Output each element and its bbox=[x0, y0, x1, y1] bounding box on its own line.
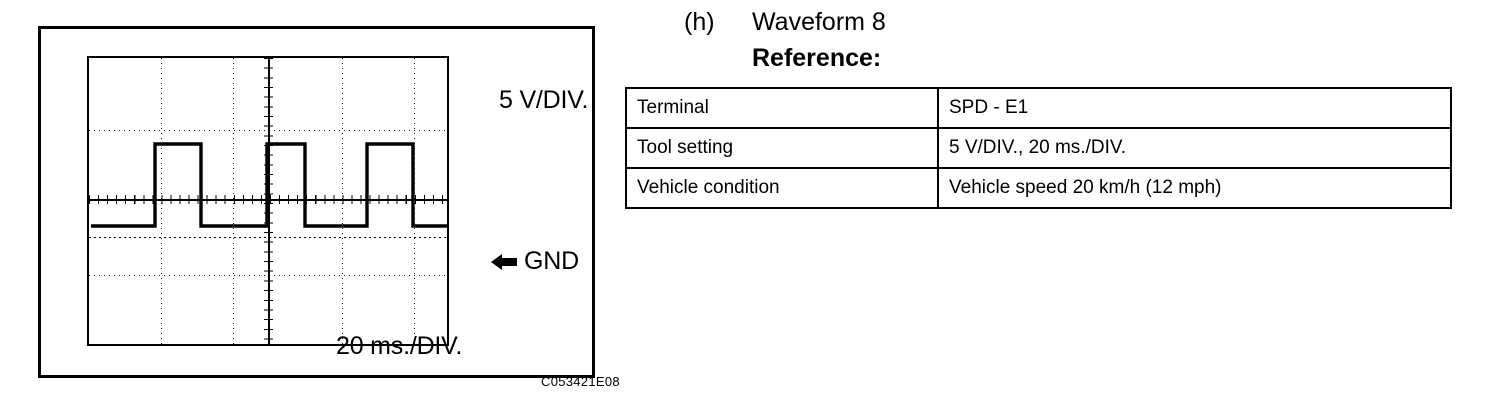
oscilloscope-graticule bbox=[87, 56, 449, 346]
table-row: Terminal SPD - E1 bbox=[625, 87, 1452, 129]
reference-table: Terminal SPD - E1 Tool setting 5 V/DIV.,… bbox=[625, 87, 1452, 209]
table-cell-label: Terminal bbox=[625, 87, 939, 129]
table-cell-value: Vehicle speed 20 km/h (12 mph) bbox=[937, 167, 1452, 209]
ground-callout: GND bbox=[491, 247, 579, 276]
table-row: Vehicle condition Vehicle speed 20 km/h … bbox=[625, 167, 1452, 209]
time-scale-label: 20 ms./DIV. bbox=[336, 332, 463, 360]
reference-subheading: Reference: bbox=[752, 44, 882, 72]
ground-label: GND bbox=[524, 247, 579, 275]
table-cell-value: SPD - E1 bbox=[937, 87, 1452, 129]
figure-code-label: C053421E08 bbox=[541, 374, 620, 389]
reference-table-body: Terminal SPD - E1 Tool setting 5 V/DIV.,… bbox=[625, 87, 1452, 209]
page-title: Waveform 8 bbox=[752, 8, 886, 36]
ground-reference-line bbox=[89, 237, 447, 238]
table-cell-label: Tool setting bbox=[625, 127, 939, 169]
table-cell-label: Vehicle condition bbox=[625, 167, 939, 209]
left-arrow-icon bbox=[491, 253, 517, 270]
voltage-scale-label: 5 V/DIV. bbox=[499, 86, 589, 114]
waveform-figure-panel: 5 V/DIV. 20 ms./DIV. GND C053421E08 bbox=[38, 26, 620, 389]
waveform-trace bbox=[91, 142, 449, 228]
table-row: Tool setting 5 V/DIV., 20 ms./DIV. bbox=[625, 127, 1452, 169]
table-cell-value: 5 V/DIV., 20 ms./DIV. bbox=[937, 127, 1452, 169]
heading-item-letter: (h) bbox=[684, 8, 715, 36]
